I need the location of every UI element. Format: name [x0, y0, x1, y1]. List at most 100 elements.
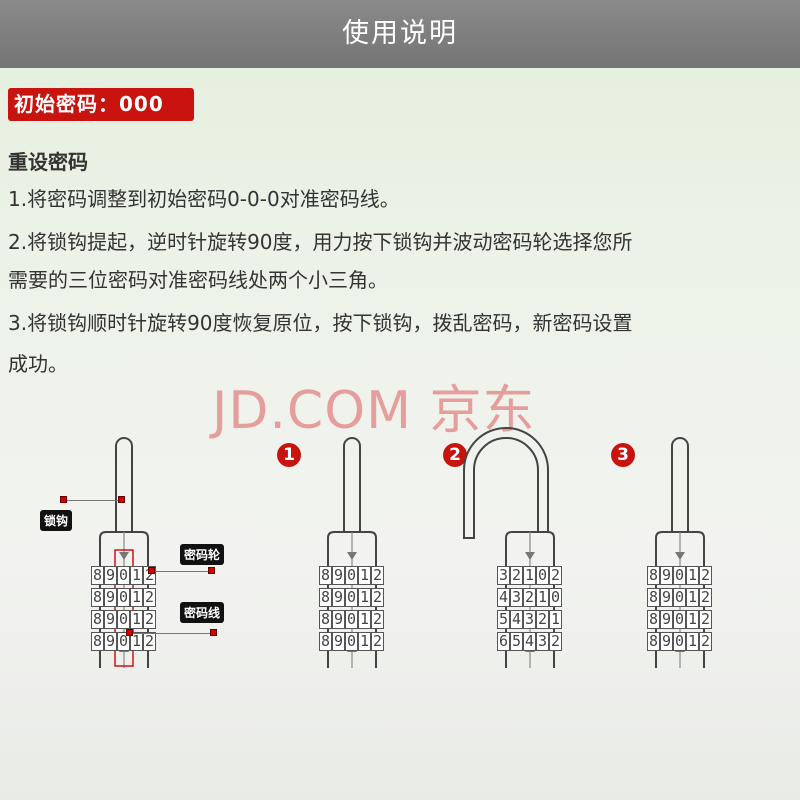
wheel-digit: 9 [332, 588, 345, 607]
wheel-digit: 9 [660, 632, 673, 651]
page-header: 使用说明 [0, 0, 800, 68]
wheel-digit: 0 [345, 632, 358, 651]
wheel-digit: 9 [660, 610, 673, 629]
wheel-digit: 2 [536, 610, 549, 629]
step-2-text-cont: 需要的三位密码对准密码线处两个小三角。 [8, 268, 388, 292]
step-number-1: 1 [277, 443, 301, 467]
label-code-line: 密码线 [180, 602, 225, 623]
wheel-digit: 9 [332, 566, 345, 585]
wheel-digit: 8 [91, 566, 104, 585]
watermark: JD.COM 京东 [212, 381, 536, 441]
wheel-digit: 2 [699, 632, 712, 651]
wheel-digit: 1 [358, 610, 371, 629]
wheel-digit: 1 [686, 610, 699, 629]
wheel-digit: 8 [647, 610, 660, 629]
wheel-digit: 8 [91, 632, 104, 651]
wheel-digit: 0 [345, 610, 358, 629]
wheel-digit: 0 [117, 610, 130, 629]
step-2-text: 2.将锁钩提起，逆时针旋转90度，用力按下锁钩并波动密码轮选择您所 [8, 230, 633, 254]
wheel-digit: 2 [143, 610, 156, 629]
top-triangle [347, 552, 357, 560]
wheel-digit: 2 [523, 588, 536, 607]
top-triangle [119, 552, 129, 560]
wheel-digit: 0 [117, 566, 130, 585]
wheel-digit: 9 [104, 632, 117, 651]
wheel-digit: 8 [647, 632, 660, 651]
wheel-digit: 1 [686, 566, 699, 585]
shackle [463, 427, 549, 539]
initial-password-badge: 初始密码：000 [8, 88, 194, 121]
wheel-digit: 1 [130, 588, 143, 607]
wheel-digit: 2 [371, 566, 384, 585]
wheel-digit: 0 [549, 588, 562, 607]
wheel-digit: 1 [130, 610, 143, 629]
wheel-digit: 2 [143, 632, 156, 651]
wheel-digit: 9 [660, 566, 673, 585]
step-3-text: 3.将锁钩顺时针旋转90度恢复原位，按下锁钩，拨乱密码，新密码设置 [8, 311, 633, 335]
callout-dot [126, 629, 133, 636]
wheel-digit: 1 [686, 588, 699, 607]
wheel-digit: 9 [104, 610, 117, 629]
wheel-digit: 4 [510, 610, 523, 629]
wheel-digit: 8 [319, 610, 332, 629]
wheel-digit: 2 [699, 588, 712, 607]
wheel-digit: 3 [497, 566, 510, 585]
wheel-digit: 1 [686, 632, 699, 651]
shackle [671, 437, 689, 532]
step-3-text-cont: 成功。 [8, 352, 68, 376]
wheel-digit: 2 [371, 632, 384, 651]
wheel-digit: 1 [130, 566, 143, 585]
top-triangle [675, 552, 685, 560]
wheel-digit: 2 [549, 632, 562, 651]
wheel-digit: 2 [549, 566, 562, 585]
wheel-digit: 0 [536, 566, 549, 585]
wheel-digit: 1 [358, 588, 371, 607]
callout-dot [60, 496, 67, 503]
wheel-digit: 8 [647, 566, 660, 585]
wheel-digit: 8 [319, 588, 332, 607]
step-1-text: 1.将密码调整到初始密码0-0-0对准密码线。 [8, 187, 400, 211]
shackle [115, 437, 133, 532]
step-number-3: 3 [611, 443, 635, 467]
wheel-digit: 9 [104, 588, 117, 607]
top-triangle [525, 552, 535, 560]
wheel-digit: 0 [117, 632, 130, 651]
wheel-digit: 1 [358, 632, 371, 651]
wheel-digit: 2 [371, 610, 384, 629]
wheel-digit: 4 [497, 588, 510, 607]
callout-dot [208, 567, 215, 574]
wheel-digit: 1 [358, 566, 371, 585]
callout-dot [148, 567, 155, 574]
wheel-digit: 8 [91, 610, 104, 629]
wheel-digit: 2 [371, 588, 384, 607]
wheel-digit: 5 [497, 610, 510, 629]
wheel-digit: 0 [673, 566, 686, 585]
wheel-digit: 8 [647, 588, 660, 607]
shackle [343, 437, 361, 532]
wheel-digit: 0 [673, 588, 686, 607]
wheel-digit: 1 [549, 610, 562, 629]
wheel-digit: 9 [332, 610, 345, 629]
wheel-digit: 0 [345, 588, 358, 607]
callout-line-wheel [152, 571, 212, 572]
code-line-highlight [114, 549, 134, 667]
label-wheel: 密码轮 [180, 544, 225, 565]
wheel-digit: 9 [332, 632, 345, 651]
wheel-digit: 3 [536, 632, 549, 651]
wheel-digit: 6 [497, 632, 510, 651]
label-shackle: 锁钩 [40, 510, 73, 531]
wheel-digit: 0 [673, 632, 686, 651]
